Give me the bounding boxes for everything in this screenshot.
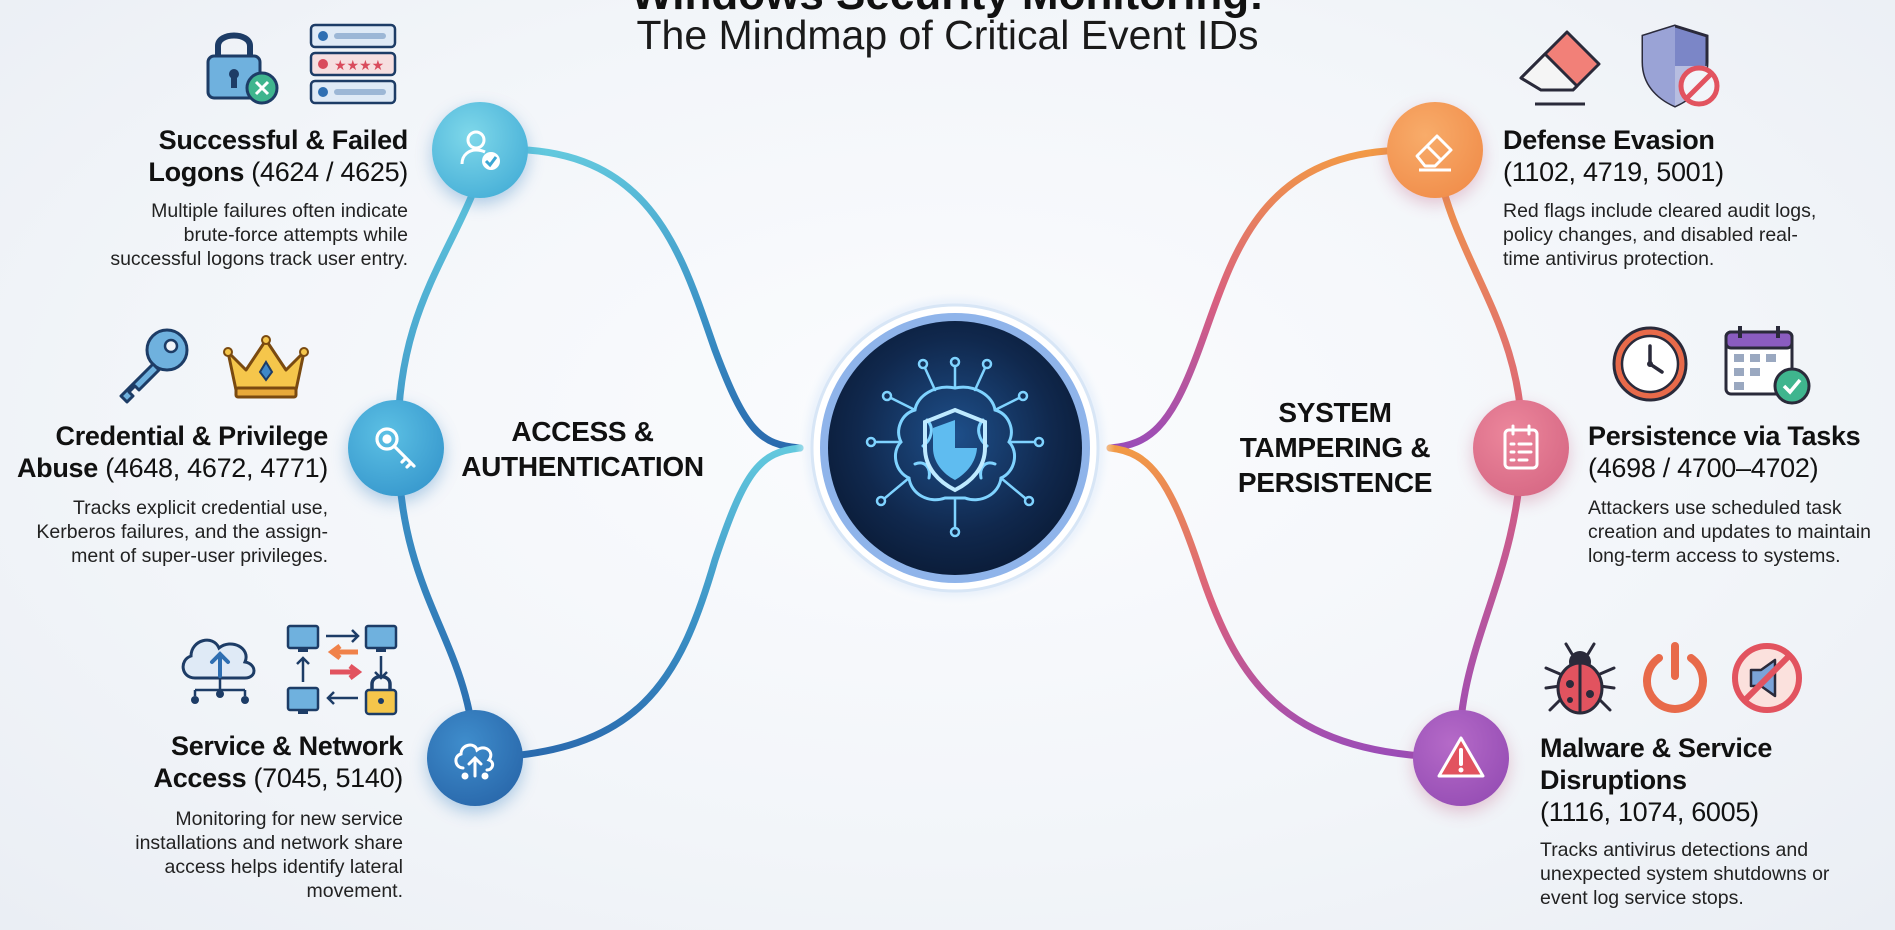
persistence-title: Persistence via Tasks (4698 / 4700–4702) [1588,420,1888,484]
connector-right-bottom [1106,444,1464,762]
credential-node[interactable] [348,400,444,496]
calendar-check-icon [1722,322,1814,408]
bug-icon [1542,640,1618,716]
credential-list-icon: ★★★★ [308,22,398,108]
malware-node[interactable] [1413,710,1509,806]
evasion-description: Red flags include cleared audit logs, po… [1503,200,1817,270]
svg-text:★★★★: ★★★★ [334,58,384,74]
eraser-icon [1515,24,1605,108]
persistence-description: Attackers use scheduled task creation an… [1588,497,1871,567]
malware-title: Malware & Service Disruptions (1116, 107… [1540,732,1870,828]
eraser-icon [1415,134,1453,172]
credential-title: Credential & Privilege Abuse (4648, 4672… [16,421,328,483]
service-event-ids: (7045, 5140) [253,763,403,793]
connector-right-top [1106,146,1414,452]
padlock-x-icon [200,22,280,106]
service-title: Service & Network Access (7045, 5140) [153,731,404,793]
muted-speaker-icon [1729,640,1805,716]
evasion-event-ids: (1102, 4719, 5001) [1503,157,1724,187]
malware-event-ids: (1116, 1074, 6005) [1540,797,1759,827]
connector-left-bottom [471,444,804,762]
page-subtitle: The Mindmap of Critical Event IDs [636,12,1259,58]
key-icon [115,326,195,404]
branch-label-access: ACCESS & AUTHENTICATION [461,416,704,482]
logons-title: Successful & Failed Logons (4624 / 4625) [148,125,408,187]
service-description: Monitoring for new service installations… [135,808,403,902]
task-list-icon [1503,424,1539,470]
credential-description: Tracks explicit credential use, Kerberos… [36,497,328,567]
credential-event-ids: (4648, 4672, 4771) [105,453,328,483]
cloud-upload-icon [454,743,495,780]
logons-event-ids: (4624 / 4625) [251,157,408,187]
malware-description: Tracks antivirus detections and unexpect… [1540,839,1830,909]
brain-shield-icon [855,348,1055,548]
page-title: Windows Security Monitoring: [0,0,1895,18]
branch-label-tampering: SYSTEM TAMPERING & PERSISTENCE [1237,397,1433,498]
crown-icon [222,332,310,400]
key-icon [375,427,416,469]
service-node[interactable] [427,710,523,806]
evasion-title: Defense Evasion (1102, 4719, 5001) [1503,124,1863,188]
clock-icon [1610,324,1690,404]
shield-blocked-icon [1635,22,1725,110]
persistence-node[interactable] [1473,400,1569,496]
logons-description: Multiple failures often indicate brute-f… [110,200,408,270]
warning-icon [1437,736,1485,778]
logons-node[interactable] [432,102,528,198]
power-icon [1637,640,1713,716]
evasion-node[interactable] [1387,102,1483,198]
connector-left-top [484,145,804,452]
cloud-upload-icon [175,628,265,708]
persistence-event-ids: (4698 / 4700–4702) [1588,453,1819,483]
user-check-icon [460,130,500,170]
network-transfer-icon [284,622,402,720]
